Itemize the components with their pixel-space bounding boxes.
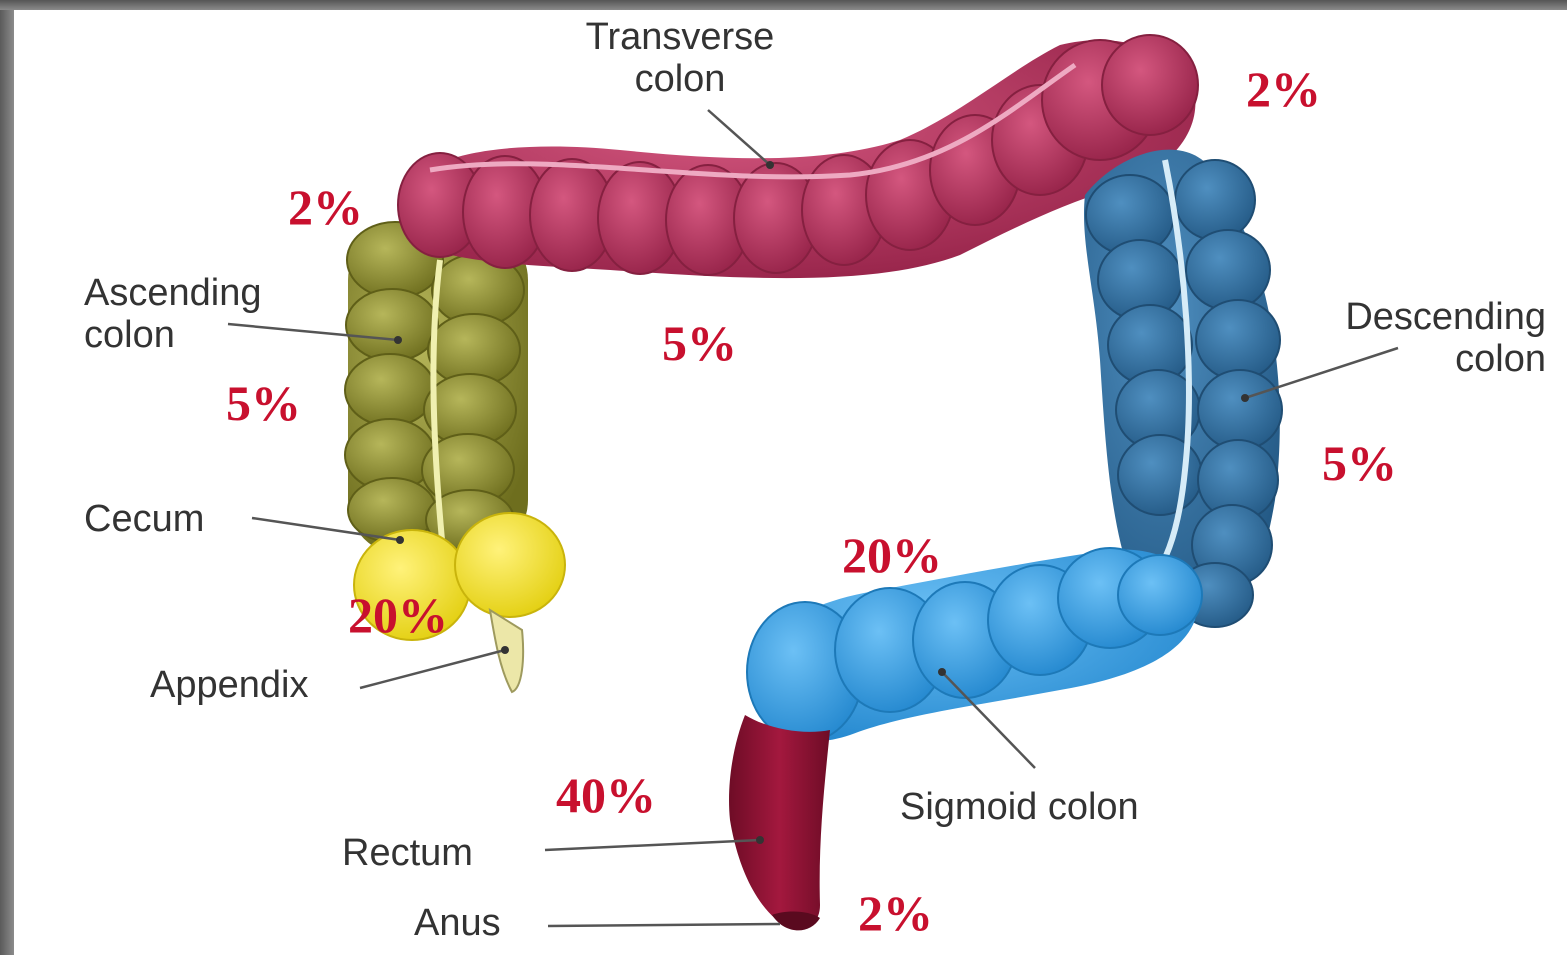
percent-descending: 5% xyxy=(1322,436,1397,490)
frame-top-edge xyxy=(0,0,1567,10)
percent-sigmoid: 20% xyxy=(842,528,942,582)
rectum xyxy=(729,715,830,928)
descending-label-line1: Descending xyxy=(1264,296,1546,338)
ascending-colon xyxy=(345,222,528,555)
percent-hepatic-flexure: 2% xyxy=(288,180,363,234)
ascending-label-line2: colon xyxy=(84,314,175,356)
leader-appendix xyxy=(360,650,505,688)
percent-rectum: 40% xyxy=(556,768,656,822)
percent-transverse: 5% xyxy=(662,316,737,370)
leader-anus xyxy=(548,924,780,926)
transverse-label-line1: Transverse xyxy=(530,16,830,58)
descending-label-line2: colon xyxy=(1264,338,1546,380)
leader-rectum xyxy=(545,840,760,850)
frame-left-edge xyxy=(0,0,14,955)
transverse-label-line2: colon xyxy=(530,58,830,100)
percent-splenic-flexure: 2% xyxy=(1246,62,1321,116)
leader-transverse xyxy=(708,110,770,165)
percent-cecum: 20% xyxy=(348,588,448,642)
sigmoid-colon xyxy=(747,548,1202,742)
ascending-label-line1: Ascending xyxy=(84,272,261,314)
sigmoid-label: Sigmoid colon xyxy=(900,786,1139,828)
anus-label: Anus xyxy=(414,902,501,944)
rectum-label: Rectum xyxy=(342,832,473,874)
percent-anus: 2% xyxy=(858,886,933,940)
diagram-canvas: Transverse colon Ascending colon Descend… xyxy=(14,10,1567,955)
cecum-label: Cecum xyxy=(84,498,204,540)
percent-ascending: 5% xyxy=(226,376,301,430)
appendix-label: Appendix xyxy=(150,664,308,706)
